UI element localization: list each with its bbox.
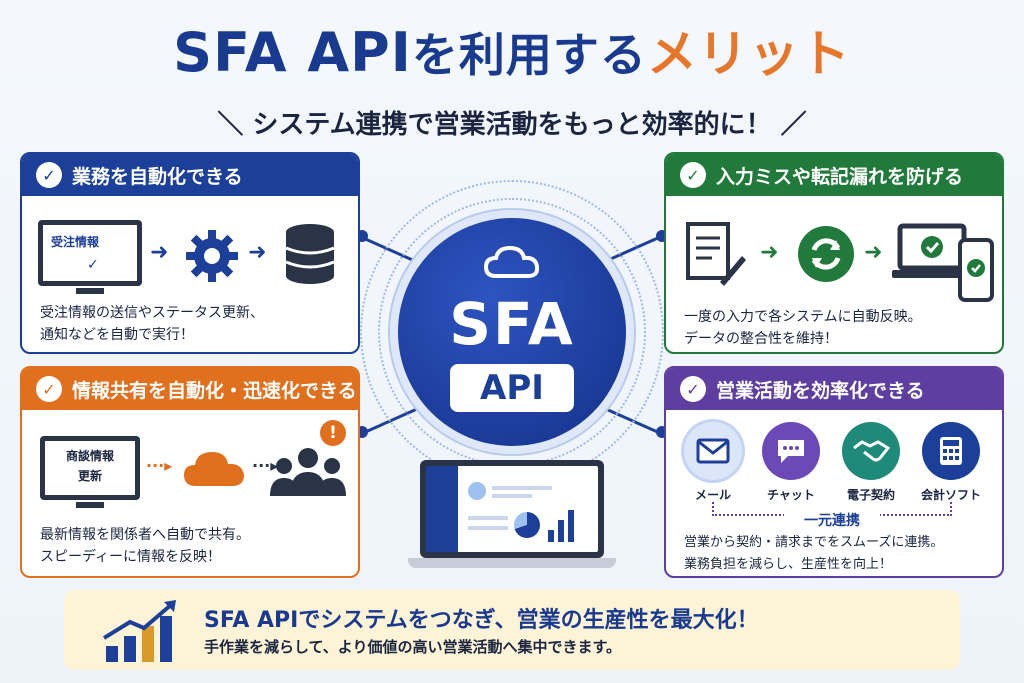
smartphone-icon: [958, 238, 994, 302]
card-automation-header: ✓ 業務を自動化できる: [22, 154, 358, 196]
monitor-stand: [76, 502, 104, 508]
dotted-arrow-icon: ···▸: [146, 456, 173, 475]
card-automation: ✓ 業務を自動化できる 受注情報 ✓ ➜ ➜: [20, 152, 360, 354]
card-efficiency-desc-2: 業務負担を減らし、生産性を向上！: [684, 557, 893, 572]
arrow-right-icon: ➜: [864, 240, 883, 265]
arrow-right-icon: ➜: [150, 240, 169, 265]
card-automation-title: 業務を自動化できる: [72, 165, 243, 188]
page-subtitle: ＼ システム連携で営業活動をもっと効率的に！ ／: [217, 110, 807, 140]
dotted-arrow-icon: ···▸: [252, 456, 279, 475]
card-automation-desc-1: 受注情報の送信やステータス更新、: [40, 305, 264, 321]
sfa-api-hub: SFA API: [398, 218, 626, 446]
card-input-errors-title: 入力ミスや転記漏れを防げる: [716, 165, 964, 188]
card-input-errors-desc-1: 一度の入力で各システムに自動反映。: [684, 309, 922, 325]
calculator-icon: [922, 422, 980, 480]
card-efficiency-title: 営業活動を効率化できる: [716, 379, 925, 402]
laptop-dashboard: [408, 460, 616, 570]
card-sharing-header: ✓ 情報共有を自動化・迅速化できる: [22, 368, 358, 410]
card-input-errors: ✓ 入力ミスや転記漏れを防げる ➜ ➜ 一度の入力で各システムに自: [664, 152, 1004, 354]
card-sharing-desc-2: スピーディーに情報を反映！: [40, 549, 222, 565]
cloud-icon: [483, 245, 540, 278]
hub-label-sfa: SFA: [449, 290, 575, 358]
screen-label-deal-2: 更新: [77, 469, 102, 483]
page-title: SFA APIを利用するメリット: [0, 14, 1024, 86]
check-icon: ✓: [36, 162, 62, 188]
summary-banner: SFA APIでシステムをつなぎ、営業の生産性を最大化！ 手作業を減らして、より…: [64, 590, 960, 670]
card-input-errors-header: ✓ 入力ミスや転記漏れを防げる: [666, 154, 1002, 196]
tool-label-mail: メール: [694, 488, 731, 502]
title-part-sfa-api: SFA API: [173, 21, 412, 84]
alert-icon: !: [320, 420, 346, 446]
people-icon: [270, 448, 346, 496]
summary-subtext: 手作業を減らして、より価値の高い営業活動へ集中できます。: [204, 638, 622, 656]
database-icon: [285, 224, 335, 284]
card-efficiency-desc-1: 営業から契約・請求までをスムーズに連携。: [684, 535, 944, 550]
cloud-icon: [184, 452, 244, 486]
tool-label-chat: チャット: [767, 488, 815, 502]
title-part-merit: メリット: [646, 25, 851, 83]
chat-icon: [762, 422, 820, 480]
card-input-errors-desc-2: データの整合性を維持！: [684, 331, 838, 347]
card-efficiency-header: ✓ 営業活動を効率化できる: [666, 368, 1002, 410]
card-sharing-title: 情報共有を自動化・迅速化できる: [72, 379, 357, 402]
hub-label-api: API: [450, 364, 574, 412]
check-icon: ✓: [680, 162, 706, 188]
monitor-icon: 受注情報 ✓: [38, 220, 142, 286]
handshake-icon: [842, 422, 900, 480]
monitor-icon: 商談情報 更新: [40, 436, 140, 500]
card-sharing: ✓ 情報共有を自動化・迅速化できる 商談情報 更新 ···▸ ···▸ ! 最新…: [20, 366, 360, 578]
arrow-right-icon: ➜: [760, 240, 779, 265]
tool-label-accounting: 会計ソフト: [920, 488, 981, 502]
title-part-middle: を利用する: [411, 28, 647, 82]
screen-label-order: 受注情報: [51, 235, 100, 249]
arrow-right-icon: ➜: [248, 240, 267, 265]
summary-headline: SFA APIでシステムをつなぎ、営業の生産性を最大化！: [204, 608, 759, 633]
growth-chart-icon: [102, 600, 176, 662]
tool-label-e-contract: 電子契約: [846, 488, 895, 502]
card-automation-desc-2: 通知などを自動で実行！: [40, 327, 194, 343]
gear-icon: [186, 230, 238, 282]
check-icon: ✓: [36, 376, 62, 402]
check-icon: ✓: [680, 376, 706, 402]
document-icon: [686, 222, 746, 286]
sync-icon: [798, 226, 854, 282]
unified-label: 一元連携: [784, 510, 880, 530]
mail-icon: [684, 422, 742, 480]
screen-label-deal-1: 商談情報: [65, 449, 114, 463]
monitor-stand: [76, 288, 104, 294]
card-efficiency: ✓ 営業活動を効率化できる メール チャット 電子契約 会計ソフト 一元連携 営…: [664, 366, 1004, 578]
check-icon: ✓: [87, 257, 99, 273]
card-sharing-desc-1: 最新情報を関係者へ自動で共有。: [40, 527, 250, 543]
